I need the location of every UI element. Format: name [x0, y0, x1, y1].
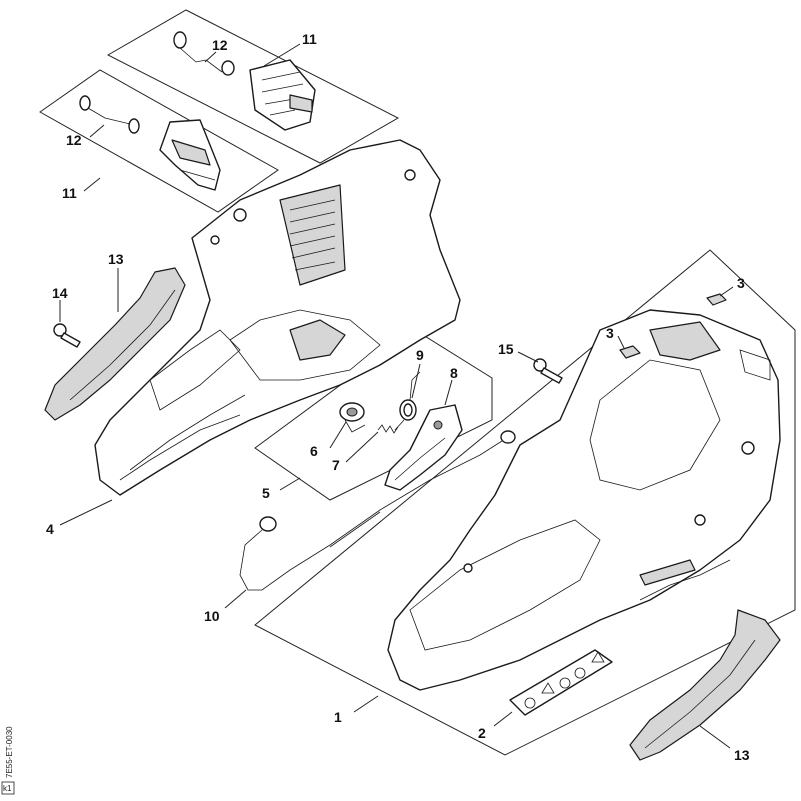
callout-5: 5 [262, 485, 270, 501]
corner-mark-box [1, 781, 15, 795]
callout-9: 9 [416, 347, 424, 363]
part-12-springs-top [173, 31, 235, 76]
leader-lines [59, 43, 734, 749]
part-10-cable [239, 430, 516, 591]
group-box-11-top [106, 9, 400, 164]
callout-13-right: 13 [734, 747, 750, 763]
part-7-spring [377, 424, 399, 434]
part-13-left-cover [44, 267, 186, 421]
callout-4: 4 [46, 521, 54, 537]
main-housing [94, 139, 461, 496]
callout-14: 14 [52, 285, 68, 301]
part-6-bushing [339, 402, 366, 433]
callout-12-mid: 12 [66, 132, 82, 148]
callout-2: 2 [478, 725, 486, 741]
part-11-top-clip [249, 59, 316, 131]
callout-7: 7 [332, 457, 340, 473]
group-box-1 [254, 249, 796, 756]
part-12-springs-mid [79, 95, 140, 134]
part-9-torsion-spring [394, 371, 421, 431]
corner-mark: k1 [3, 784, 12, 793]
callout-12-top: 12 [212, 37, 228, 53]
part-1-right-housing [387, 309, 781, 691]
part-15-screw [533, 358, 563, 384]
callout-11-top: 11 [302, 31, 317, 47]
part-14-screw [53, 323, 81, 348]
part-11-mid-clip [159, 119, 221, 191]
callout-15: 15 [498, 341, 514, 357]
callout-8: 8 [450, 365, 458, 381]
callout-10: 10 [204, 608, 220, 624]
part-8-trigger [384, 404, 463, 491]
callout-1: 1 [334, 709, 342, 725]
part-13-right-cover [629, 609, 781, 761]
part-2-warning-label [509, 649, 613, 716]
group-box-11-mid [39, 69, 279, 213]
callout-6: 6 [310, 443, 318, 459]
callout-3-b: 3 [606, 325, 614, 341]
callout-11-mid: 11 [62, 185, 77, 201]
part-3-rubber-blocks [619, 293, 727, 359]
drawing-code: 7E55-ET-0030 [5, 726, 14, 778]
callout-3-a: 3 [737, 275, 745, 291]
callout-13-left: 13 [108, 251, 124, 267]
